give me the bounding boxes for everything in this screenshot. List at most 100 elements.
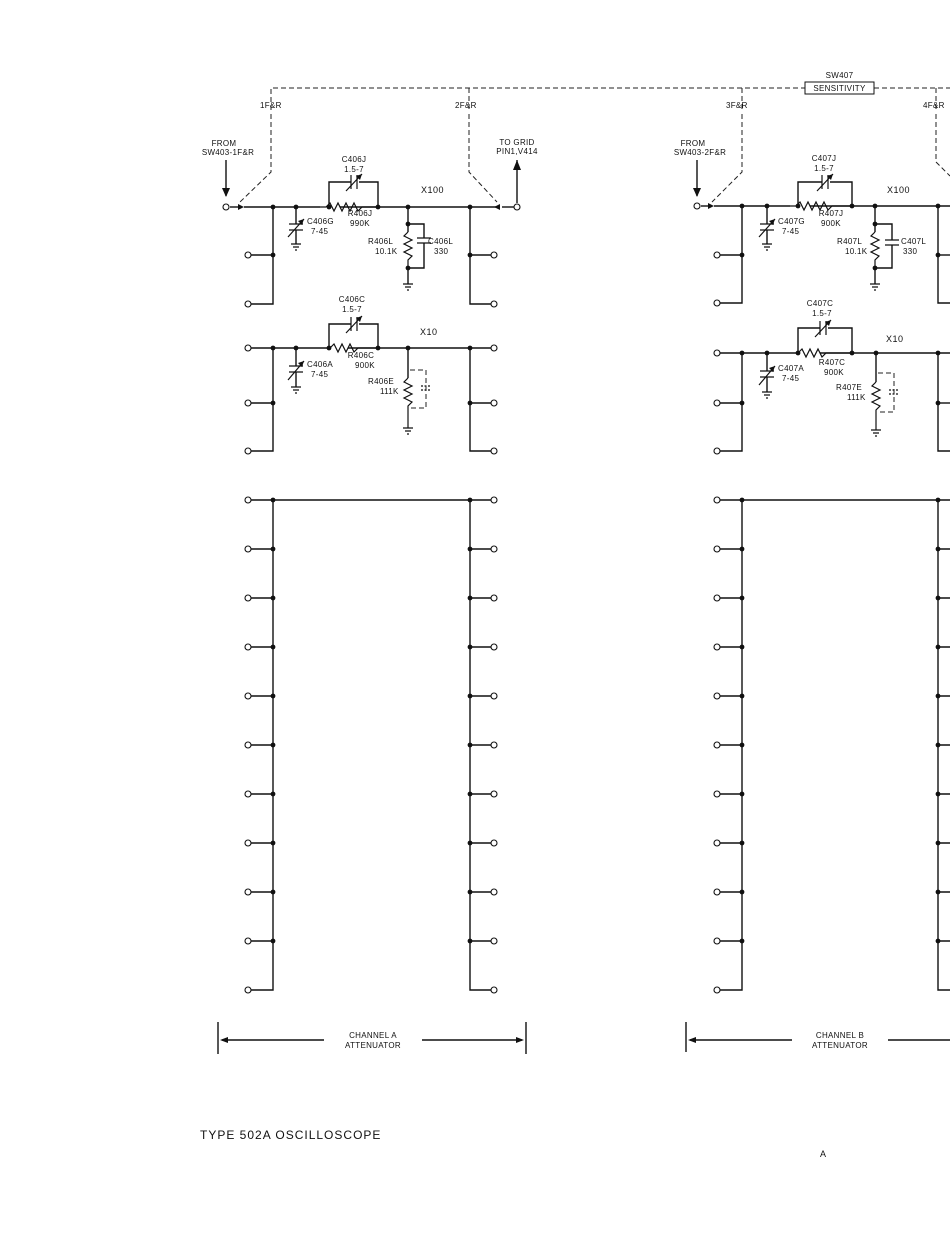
contact-terminal — [713, 790, 721, 798]
contact-terminal — [490, 594, 498, 602]
x10-label-b: X10 — [886, 334, 904, 344]
junction-dot — [935, 791, 941, 797]
contact-terminal — [244, 986, 252, 994]
junction-dot — [935, 252, 941, 258]
c406a-value: 7-45 — [311, 370, 328, 379]
contact-terminal — [713, 545, 721, 553]
junction-dot — [764, 350, 770, 356]
junction-dot — [293, 204, 299, 210]
c406j-value: 1.5-7 — [344, 165, 364, 174]
c406c-value: 1.5-7 — [342, 305, 362, 314]
r406e-label: R406E — [368, 377, 394, 386]
contact-terminal — [490, 839, 498, 847]
contact-terminal — [713, 643, 721, 651]
junction-dot — [375, 204, 381, 210]
c407g-value: 7-45 — [782, 227, 799, 236]
contact-terminal — [244, 888, 252, 896]
r407l-value: 10.1K — [845, 247, 868, 256]
junction-dot — [935, 350, 941, 356]
channel-a-subtitle: ATTENUATOR — [345, 1041, 401, 1050]
c407j-value: 1.5-7 — [814, 164, 834, 173]
junction-dot — [739, 938, 745, 944]
contact-terminal — [713, 741, 721, 749]
contact-terminal — [244, 741, 252, 749]
junction-dot — [270, 400, 276, 406]
contact-terminal — [490, 888, 498, 896]
terminal — [244, 251, 252, 259]
junction-dot — [739, 889, 745, 895]
c407l-label: C407L — [901, 237, 926, 246]
r407j-value: 900K — [821, 219, 841, 228]
channel-b-attenuator: FROM SW403-2F&R C407J 1.5-7 R407J 900K X… — [674, 139, 950, 1052]
switch-name: SENSITIVITY — [813, 84, 866, 93]
junction-dot — [467, 791, 473, 797]
channel-a-title: CHANNEL A — [349, 1031, 397, 1040]
junction-dot — [270, 938, 276, 944]
junction-dot — [739, 595, 745, 601]
terminal — [244, 399, 252, 407]
junction-dot — [872, 203, 878, 209]
junction-dot — [739, 350, 745, 356]
junction-dot — [467, 546, 473, 552]
channel-a-attenuator: FROM SW403-1F&R TO GRID PIN1,V414 C406J … — [202, 138, 538, 1054]
r407e-label: R407E — [836, 383, 862, 392]
terminal — [713, 399, 721, 407]
contact-terminal — [490, 986, 498, 994]
contact-terminal — [713, 937, 721, 945]
contact-terminal — [713, 888, 721, 896]
contact-terminal — [713, 986, 721, 994]
page-letter: A — [820, 1149, 827, 1159]
terminal — [713, 349, 721, 357]
contact-terminal — [244, 545, 252, 553]
junction-dot — [326, 204, 332, 210]
channel-a-switch-contacts — [244, 496, 498, 994]
terminal — [222, 203, 230, 211]
junction-dot — [467, 644, 473, 650]
contact-terminal — [490, 937, 498, 945]
junction-dot — [375, 345, 381, 351]
junction-dot — [935, 889, 941, 895]
junction-dot — [739, 252, 745, 258]
contact-terminal — [244, 790, 252, 798]
contact-label-2: 2F&R — [455, 101, 477, 110]
contact-terminal — [244, 594, 252, 602]
junction-dot — [270, 546, 276, 552]
x100-label-b: X100 — [887, 185, 910, 195]
switch-ref: SW407 — [826, 71, 854, 80]
junction-dot — [935, 742, 941, 748]
junction-dot — [739, 203, 745, 209]
channel-a-to-target: PIN1,V414 — [496, 147, 538, 156]
terminal — [713, 447, 721, 455]
terminal — [244, 344, 252, 352]
junction-dot — [326, 345, 332, 351]
contact-terminal — [490, 496, 498, 504]
junction-dot — [739, 497, 745, 503]
terminal — [713, 251, 721, 259]
junction-dot — [739, 840, 745, 846]
r407j-label: R407J — [819, 209, 844, 218]
junction-dot — [467, 742, 473, 748]
junction-dot — [405, 265, 411, 271]
channel-a-to-label: TO GRID — [499, 138, 534, 147]
junction-dot — [467, 595, 473, 601]
junction-dot — [739, 791, 745, 797]
c407j-label: C407J — [812, 154, 837, 163]
junction-dot — [405, 204, 411, 210]
junction-dot — [270, 693, 276, 699]
junction-dot — [270, 204, 276, 210]
contact-label-4: 4F&R — [923, 101, 945, 110]
junction-dot — [293, 345, 299, 351]
channel-b-from-label: FROM — [681, 139, 706, 148]
junction-dot — [795, 350, 801, 356]
junction-dot — [739, 546, 745, 552]
r406j-value: 990K — [350, 219, 370, 228]
terminal — [490, 344, 498, 352]
contact-terminal — [490, 545, 498, 553]
junction-dot — [467, 938, 473, 944]
terminal — [513, 203, 521, 211]
terminal — [490, 399, 498, 407]
terminal — [490, 447, 498, 455]
junction-nodes — [222, 202, 941, 455]
terminal — [244, 447, 252, 455]
